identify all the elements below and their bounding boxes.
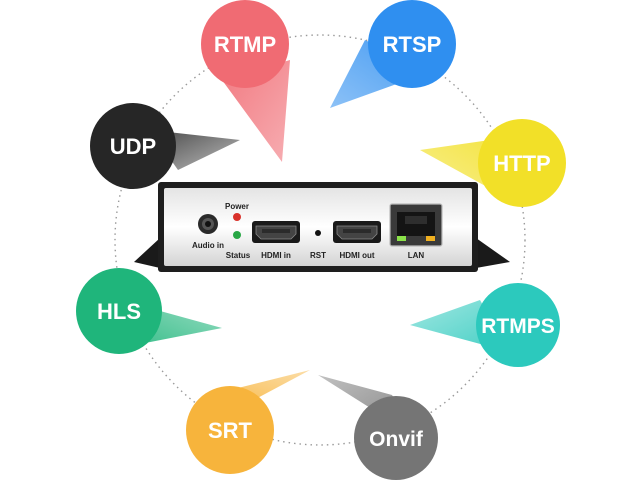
protocol-udp: UDP bbox=[90, 103, 176, 189]
hls-circle bbox=[76, 268, 162, 354]
protocol-rtsp: RTSP bbox=[368, 0, 456, 88]
audio-in-label: Audio in bbox=[192, 241, 224, 250]
http-circle bbox=[478, 119, 566, 207]
rtmps-circle bbox=[476, 283, 560, 367]
left-mounting-ear bbox=[134, 238, 160, 268]
onvif-circle bbox=[354, 396, 438, 480]
status-label: Status bbox=[226, 251, 251, 260]
rst-label: RST bbox=[310, 251, 326, 260]
http-label: HTTP bbox=[493, 151, 550, 176]
rst-button-icon bbox=[315, 230, 321, 236]
protocol-rtmp: RTMP bbox=[201, 0, 289, 88]
protocol-onvif: Onvif bbox=[354, 396, 438, 480]
rtsp-circle bbox=[368, 0, 456, 88]
power-label: Power bbox=[225, 202, 249, 211]
status-led-icon bbox=[233, 231, 241, 239]
rtmps-label: RTMPS bbox=[481, 315, 555, 338]
onvif-label: Onvif bbox=[369, 428, 424, 451]
hls-label: HLS bbox=[97, 299, 141, 324]
srt-circle bbox=[186, 386, 274, 474]
lan-label: LAN bbox=[408, 251, 425, 260]
rtsp-label: RTSP bbox=[383, 32, 442, 57]
power-led-icon bbox=[233, 213, 241, 221]
protocol-hls: HLS bbox=[76, 268, 162, 354]
udp-circle bbox=[90, 103, 176, 189]
rtmp-circle bbox=[201, 0, 289, 88]
hdmi-out-label: HDMI out bbox=[339, 251, 374, 260]
udp-label: UDP bbox=[110, 134, 156, 159]
srt-label: SRT bbox=[208, 418, 253, 443]
right-mounting-ear bbox=[476, 238, 510, 268]
encoder-device: Audio in Power Status HDMI in RST HDMI o… bbox=[134, 182, 510, 272]
rtmp-label: RTMP bbox=[214, 32, 276, 57]
protocol-srt: SRT bbox=[186, 386, 274, 474]
protocol-rtmps: RTMPS bbox=[476, 283, 560, 367]
protocol-http: HTTP bbox=[478, 119, 566, 207]
dotted-ring bbox=[114, 34, 526, 446]
hdmi-in-label: HDMI in bbox=[261, 251, 291, 260]
